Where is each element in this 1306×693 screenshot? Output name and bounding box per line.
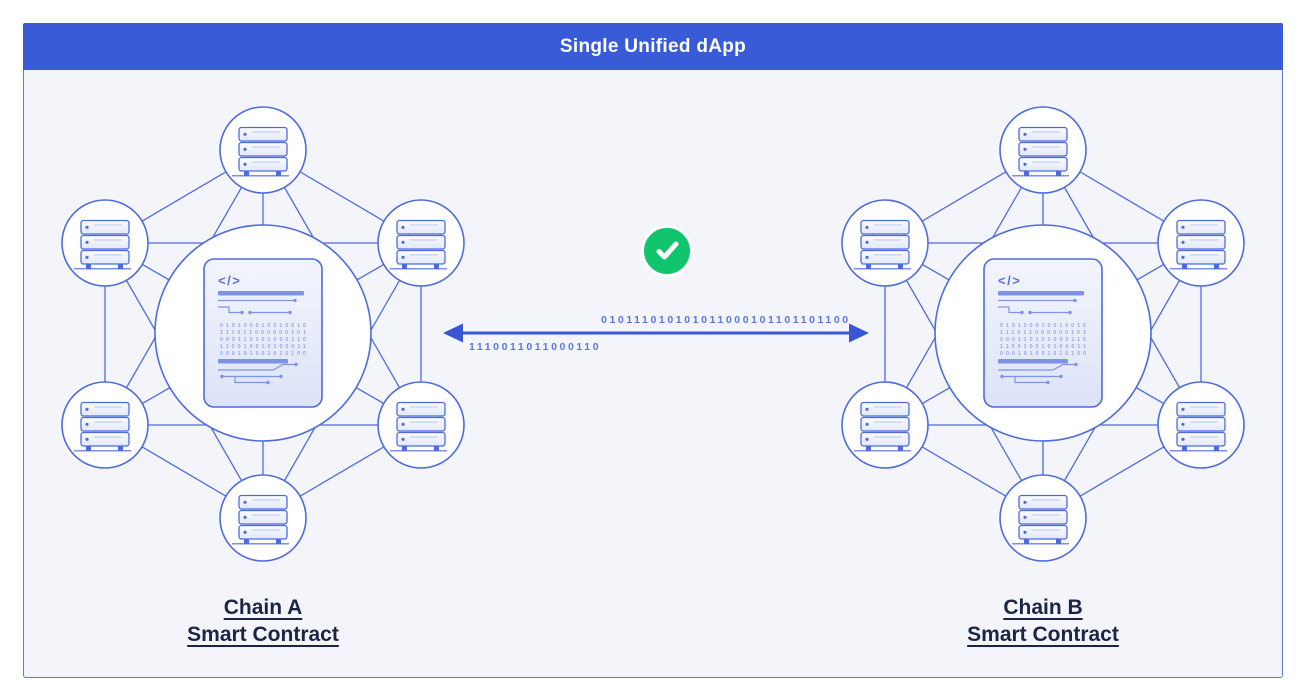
chain-b-network bbox=[835, 95, 1255, 565]
chain-a-name: Chain A bbox=[223, 596, 303, 619]
network-graph bbox=[842, 107, 1244, 561]
network-graph bbox=[62, 107, 464, 561]
chain-b-label: Chain B Smart Contract bbox=[893, 594, 1193, 648]
bidirectional-arrow bbox=[443, 323, 869, 343]
chain-a-network bbox=[55, 95, 475, 565]
chain-a-sublabel: Smart Contract bbox=[187, 623, 339, 646]
binary-stream-bottom: 1110011011000110 bbox=[469, 341, 602, 353]
chain-a-label: Chain A Smart Contract bbox=[113, 594, 413, 648]
dapp-header: Single Unified dApp bbox=[23, 23, 1283, 70]
chain-b-sublabel: Smart Contract bbox=[967, 623, 1119, 646]
check-circle-icon bbox=[641, 225, 693, 277]
arrowhead-right-icon bbox=[849, 323, 869, 343]
arrowhead-left-icon bbox=[443, 323, 463, 343]
chain-b-name: Chain B bbox=[1003, 596, 1083, 619]
binary-stream-top: 010111010101011000101101101100 bbox=[601, 314, 851, 326]
dapp-title: Single Unified dApp bbox=[559, 35, 747, 57]
